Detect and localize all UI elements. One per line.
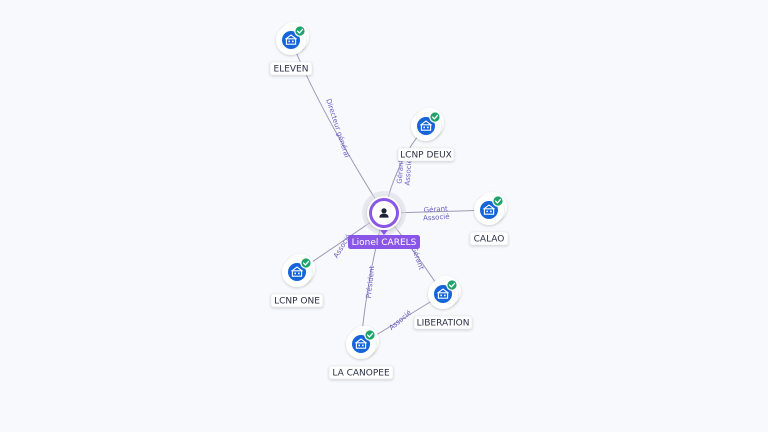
company-label-la-canopee[interactable]: LA CANOPEE bbox=[328, 365, 394, 380]
check-icon bbox=[492, 195, 504, 207]
check-icon bbox=[300, 257, 312, 269]
company-label-liberation[interactable]: LIBERATION bbox=[413, 315, 473, 330]
company-label-text: LA CANOPEE bbox=[332, 369, 390, 379]
edge-label: Gérant bbox=[410, 245, 426, 271]
company-building-icon bbox=[352, 335, 370, 353]
company-node-liberation[interactable]: LIBERATION bbox=[413, 276, 473, 330]
company-label-text: CALAO bbox=[474, 235, 505, 245]
company-building-icon bbox=[417, 117, 435, 135]
check-icon bbox=[429, 111, 441, 123]
edge-label: Associé bbox=[423, 213, 450, 223]
check-icon bbox=[446, 279, 458, 291]
company-label-bg bbox=[328, 365, 394, 380]
check-icon bbox=[364, 329, 376, 341]
edge-label-group-liberation: Gérant bbox=[410, 245, 426, 271]
nodes-layer: ELEVEN LCNP DEUX CALAO LCNP ONE LIBERATION LA… bbox=[269, 22, 509, 380]
company-node-lcnp-deux[interactable]: LCNP DEUX bbox=[397, 108, 455, 162]
company-node-calao[interactable]: CALAO bbox=[469, 192, 509, 246]
company-label-text: ELEVEN bbox=[274, 65, 309, 75]
company-node-la-canopee[interactable]: LA CANOPEE bbox=[328, 326, 394, 380]
company-label-bg bbox=[397, 147, 455, 162]
company-label-bg bbox=[269, 61, 313, 76]
person-label-bg bbox=[348, 235, 420, 249]
person-pointer bbox=[380, 230, 388, 235]
company-label-text: LCNP ONE bbox=[274, 297, 320, 307]
edge-label-group-liberation: Associé bbox=[388, 309, 413, 332]
company-label-calao[interactable]: CALAO bbox=[469, 231, 509, 246]
company-building-icon bbox=[434, 285, 452, 303]
edge-label: Associé bbox=[404, 159, 414, 186]
edge-label-group-la-canopee: Président bbox=[365, 265, 376, 299]
edge-label: Associé bbox=[388, 309, 413, 332]
edge-label: Gérant bbox=[396, 159, 406, 184]
person-node[interactable]: Lionel CARELS bbox=[348, 191, 420, 249]
company-node-eleven[interactable]: ELEVEN bbox=[269, 22, 313, 76]
company-label-bg bbox=[413, 315, 473, 330]
company-label-lcnp-deux[interactable]: LCNP DEUX bbox=[397, 147, 455, 162]
person-label[interactable]: Lionel CARELS bbox=[348, 235, 420, 249]
company-building-icon bbox=[288, 263, 306, 281]
company-label-eleven[interactable]: ELEVEN bbox=[269, 61, 313, 76]
edge-label-group-eleven: Directeur général bbox=[324, 98, 351, 159]
company-building-icon bbox=[282, 31, 300, 49]
company-label-text: LIBERATION bbox=[417, 319, 470, 329]
edge-label: Président bbox=[365, 265, 376, 299]
edge-label: Gérant bbox=[423, 205, 448, 215]
company-building-icon bbox=[480, 201, 498, 219]
company-label-bg bbox=[469, 231, 509, 246]
company-node-lcnp-one[interactable]: LCNP ONE bbox=[270, 254, 324, 308]
edge-label: Directeur général bbox=[324, 98, 351, 159]
company-label-lcnp-one[interactable]: LCNP ONE bbox=[270, 293, 324, 308]
company-label-bg bbox=[270, 293, 324, 308]
user-icon bbox=[379, 208, 389, 218]
person-label-text: Lionel CARELS bbox=[352, 238, 417, 248]
company-label-text: LCNP DEUX bbox=[400, 151, 452, 161]
check-icon bbox=[294, 25, 306, 37]
edge-eleven bbox=[290, 39, 385, 214]
